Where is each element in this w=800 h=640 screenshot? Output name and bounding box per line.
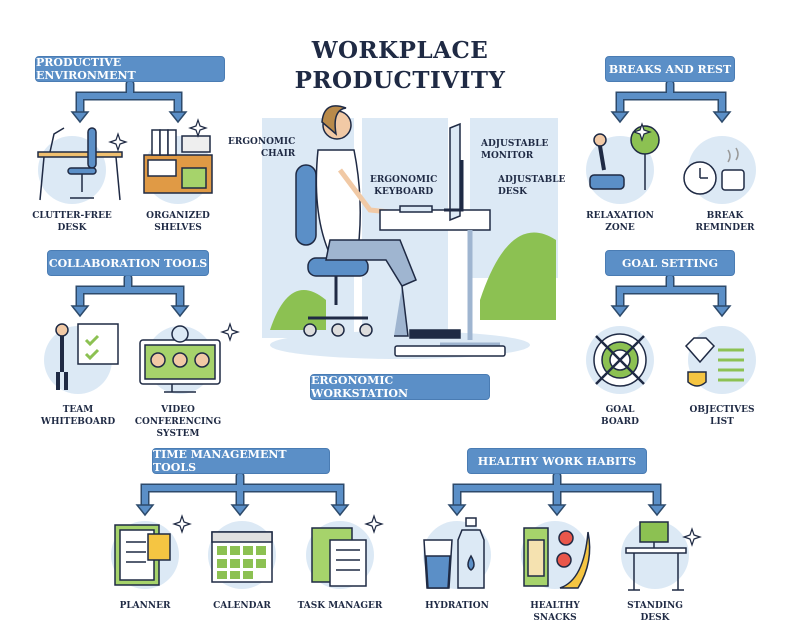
label-line: DESK	[57, 223, 87, 233]
arrow-heads	[70, 111, 732, 517]
label-line: ZONE	[605, 223, 635, 233]
label-line: MONITOR	[481, 151, 534, 161]
category-goal-setting: GOAL SETTING	[605, 250, 735, 276]
label-calendar: CALENDAR	[213, 601, 271, 611]
label-line: DESK	[498, 187, 527, 197]
calendar-icon	[211, 531, 273, 583]
label-line: REMINDER	[695, 223, 755, 233]
label-line: BOARD	[601, 417, 639, 427]
water-bottle-icon	[423, 517, 485, 589]
trophy-icon	[684, 337, 744, 387]
desk-icon	[37, 127, 123, 201]
target-icon	[593, 333, 647, 387]
workstation-illustration	[262, 105, 558, 359]
label-task-manager: TASK MANAGER	[297, 601, 383, 611]
label-planner: PLANNER	[119, 601, 171, 611]
label-line: BREAK	[706, 211, 744, 221]
label-line: CHAIR	[260, 149, 296, 159]
category-productive-environment: PRODUCTIVE ENVIRONMENT	[35, 56, 225, 82]
label-line: VIDEO CONFERENCING	[134, 405, 222, 427]
label-line: ERGONOMIC	[370, 175, 438, 185]
label-line: KEYBOARD	[374, 187, 434, 197]
label-line: HEALTHY	[530, 601, 580, 611]
label-line: LIST	[710, 417, 734, 427]
category-healthy-work-habits: HEALTHY WORK HABITS	[467, 448, 647, 474]
label-objectives-list: OBJECTIVES LIST	[662, 404, 782, 428]
label-team-whiteboard: TEAM WHITEBOARD	[18, 404, 138, 428]
category-ergonomic-workstation: ERGONOMIC WORKSTATION	[310, 374, 490, 400]
label-line: ORGANIZED	[146, 211, 210, 221]
label-line: WHITEBOARD	[40, 417, 116, 427]
clock-icon	[683, 147, 745, 195]
label-line: SYSTEM	[156, 429, 200, 439]
title-line-2: PRODUCTIVITY	[294, 67, 506, 94]
video-conference-icon	[139, 325, 221, 393]
label-relaxation-zone: RELAXATION ZONE	[560, 210, 680, 234]
sparkle-icons	[108, 118, 702, 547]
standing-desk-icon	[625, 521, 687, 591]
callout-ergonomic-keyboard: ERGONOMIC KEYBOARD	[370, 174, 437, 198]
label-line: ADJUSTABLE	[481, 139, 549, 149]
label-line: GOAL	[605, 405, 635, 415]
category-breaks-and-rest: BREAKS AND REST	[605, 56, 735, 82]
callout-adjustable-desk: ADJUSTABLE DESK	[498, 174, 565, 198]
label-break-reminder: BREAK REMINDER	[665, 210, 785, 234]
planner-icon	[114, 524, 171, 586]
label-hydration: HYDRATION	[425, 601, 489, 611]
whiteboard-icon	[55, 323, 119, 390]
label-line: ADJUSTABLE	[498, 175, 566, 185]
category-collaboration-tools: COLLABORATION TOOLS	[47, 250, 209, 276]
title-line-1: WORKPLACE	[311, 37, 489, 64]
label-line: DESK	[640, 613, 670, 623]
label-organized-shelves: ORGANIZED SHELVES	[118, 210, 238, 234]
category-time-management-tools: TIME MANAGEMENT TOOLS	[152, 448, 330, 474]
label-line: CLUTTER-FREE	[32, 211, 112, 221]
label-video-conferencing-system: VIDEO CONFERENCING SYSTEM	[118, 404, 238, 440]
arrows-fill	[77, 81, 725, 508]
label-line: ERGONOMIC	[228, 137, 296, 147]
snacks-icon	[523, 527, 591, 589]
label-clutter-free-desk: CLUTTER-FREE DESK	[12, 210, 132, 234]
label-goal-board: GOAL BOARD	[560, 404, 680, 428]
label-line: SNACKS	[533, 613, 577, 623]
callout-ergonomic-chair: ERGONOMIC CHAIR	[228, 136, 295, 160]
callout-adjustable-monitor: ADJUSTABLE MONITOR	[481, 138, 548, 162]
label-healthy-snacks: HEALTHY SNACKS	[495, 600, 615, 624]
label-line: TEAM	[62, 405, 94, 415]
label-line: RELAXATION	[586, 211, 654, 221]
label-standing-desk: STANDING DESK	[595, 600, 715, 624]
task-manager-icon	[311, 527, 367, 587]
label-line: STANDING	[627, 601, 683, 611]
label-line: OBJECTIVES	[689, 405, 755, 415]
label-line: SHELVES	[154, 223, 202, 233]
shelves-icon	[143, 129, 213, 194]
